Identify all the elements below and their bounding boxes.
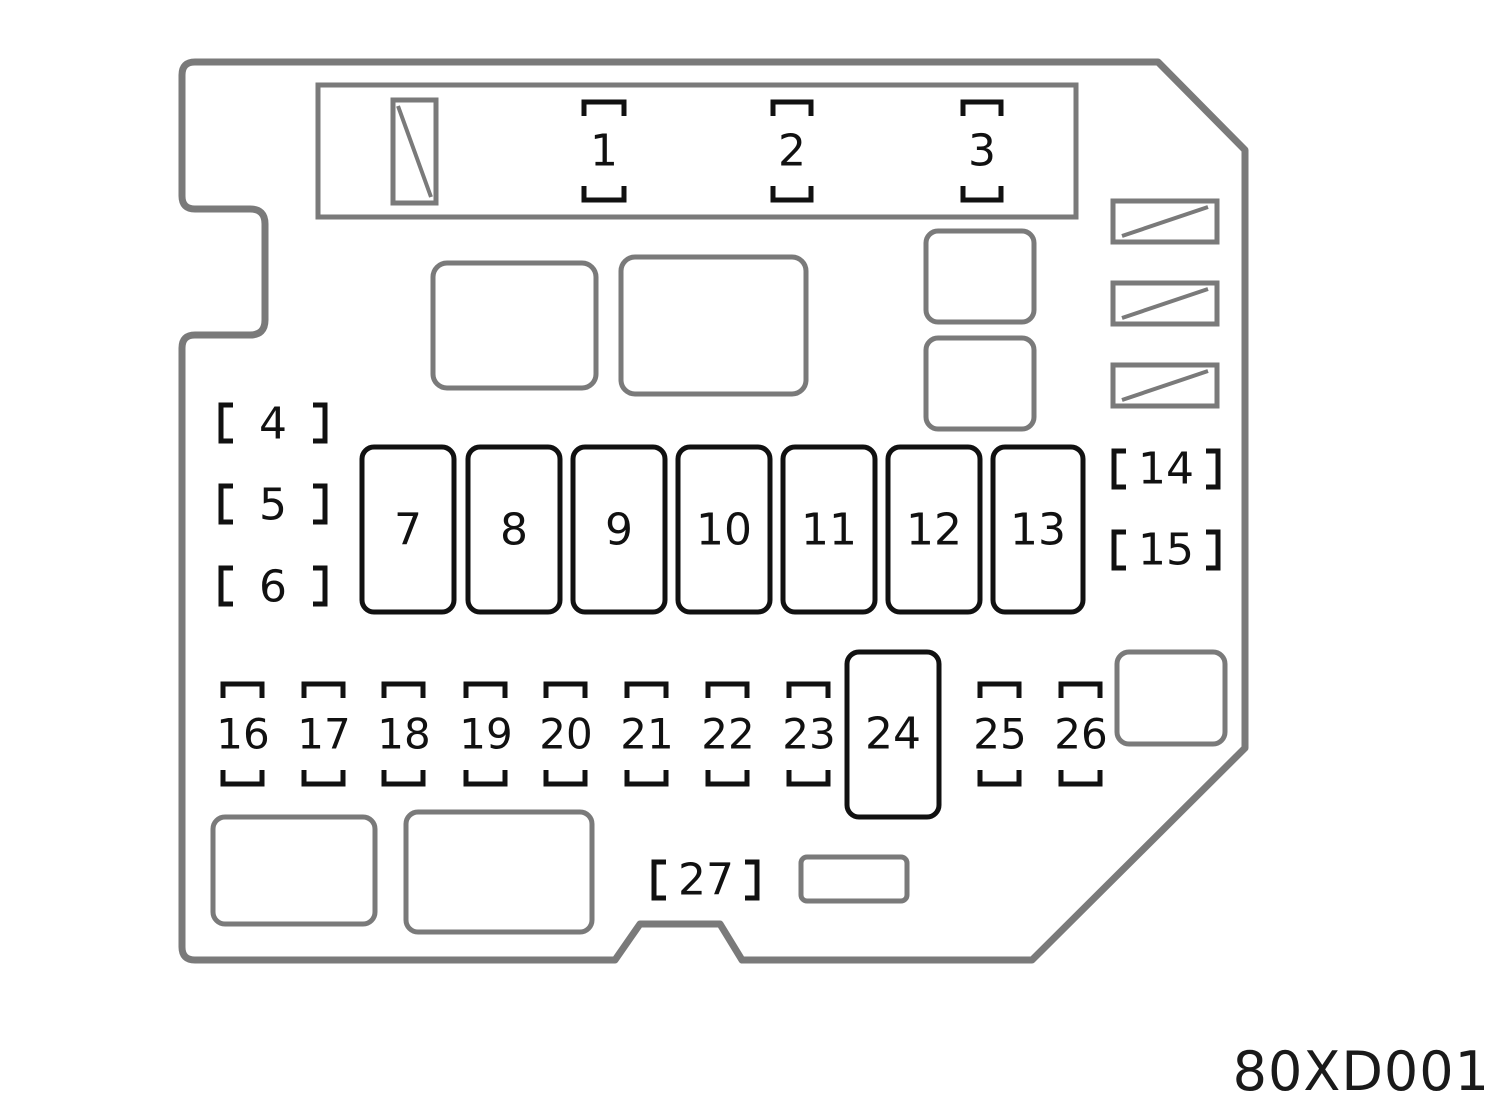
fuse-label: 14 xyxy=(1138,444,1194,495)
fuse-3: 3 xyxy=(960,99,1004,203)
fuse-label: 16 xyxy=(216,710,269,759)
fuse-label: 1 xyxy=(590,126,618,177)
relay-block xyxy=(923,335,1037,432)
fuse-5: 5 xyxy=(218,480,328,531)
fuse-label: 2 xyxy=(778,126,806,177)
fuse-19: 19 xyxy=(459,681,513,787)
fuse-11: 11 xyxy=(780,444,878,615)
fuse-label: 4 xyxy=(259,399,287,450)
top-panel xyxy=(315,82,1079,220)
fuse-12: 12 xyxy=(885,444,983,615)
fuse-label: 12 xyxy=(906,505,962,556)
fuse-16: 16 xyxy=(216,681,270,787)
fuse-17: 17 xyxy=(297,681,351,787)
fuse-4: 4 xyxy=(218,399,328,450)
fuse-18: 18 xyxy=(377,681,431,787)
fuse-label: 21 xyxy=(620,710,673,759)
fuse-label: 13 xyxy=(1010,505,1066,556)
fuse-8: 8 xyxy=(465,444,563,615)
fuse-label: 23 xyxy=(782,710,835,759)
fuse-label: 3 xyxy=(968,126,996,177)
fuse-24: 24 xyxy=(844,649,942,820)
hatched-slot-right xyxy=(1110,280,1220,327)
fuse-label: 18 xyxy=(377,710,430,759)
fuse-label: 11 xyxy=(801,505,857,556)
fuse-10: 10 xyxy=(675,444,773,615)
fuse-27: 27 xyxy=(651,855,760,906)
fuse-20: 20 xyxy=(539,681,593,787)
fuse-6: 6 xyxy=(218,562,328,613)
relay-block xyxy=(210,814,378,927)
fuse-label: 5 xyxy=(259,480,287,531)
fuse-label: 22 xyxy=(701,710,754,759)
fuse-14: 14 xyxy=(1111,444,1221,495)
fuse-2: 2 xyxy=(770,99,814,203)
hatched-slot-top xyxy=(390,97,439,206)
hatched-slot-right xyxy=(1110,362,1220,409)
fuse-label: 27 xyxy=(678,855,734,906)
fuse-21: 21 xyxy=(620,681,674,787)
relay-block xyxy=(923,228,1037,325)
fuse-label: 9 xyxy=(605,505,633,556)
fuse-label: 15 xyxy=(1138,525,1194,576)
fuse-9: 9 xyxy=(570,444,668,615)
fuse-label: 20 xyxy=(539,710,592,759)
fuse-label: 25 xyxy=(973,710,1026,759)
diagram-code: 80XD001 xyxy=(1233,1040,1490,1103)
fuse-label: 10 xyxy=(696,505,752,556)
fuse-7: 7 xyxy=(359,444,457,615)
relay-block xyxy=(1114,649,1228,747)
hatched-slot-right xyxy=(1110,198,1220,245)
fuse-label: 24 xyxy=(865,709,921,760)
fuse-1: 1 xyxy=(581,99,627,203)
fuse-label: 8 xyxy=(500,505,528,556)
fuse-26: 26 xyxy=(1054,681,1108,787)
fuse-23: 23 xyxy=(782,681,836,787)
fuse-22: 22 xyxy=(701,681,755,787)
fuse-label: 19 xyxy=(459,710,512,759)
relay-block xyxy=(430,260,599,391)
fuse-15: 15 xyxy=(1111,525,1221,576)
fuse-label: 26 xyxy=(1054,710,1107,759)
fuse-label: 17 xyxy=(297,710,350,759)
fuse-box-outline xyxy=(178,58,1249,964)
fuse-label: 7 xyxy=(394,505,422,556)
spare-slot xyxy=(798,854,910,904)
relay-block xyxy=(403,809,595,935)
fuse-13: 13 xyxy=(990,444,1086,615)
fuse-label: 6 xyxy=(259,562,287,613)
fuse-25: 25 xyxy=(973,681,1027,787)
relay-block xyxy=(618,254,809,397)
